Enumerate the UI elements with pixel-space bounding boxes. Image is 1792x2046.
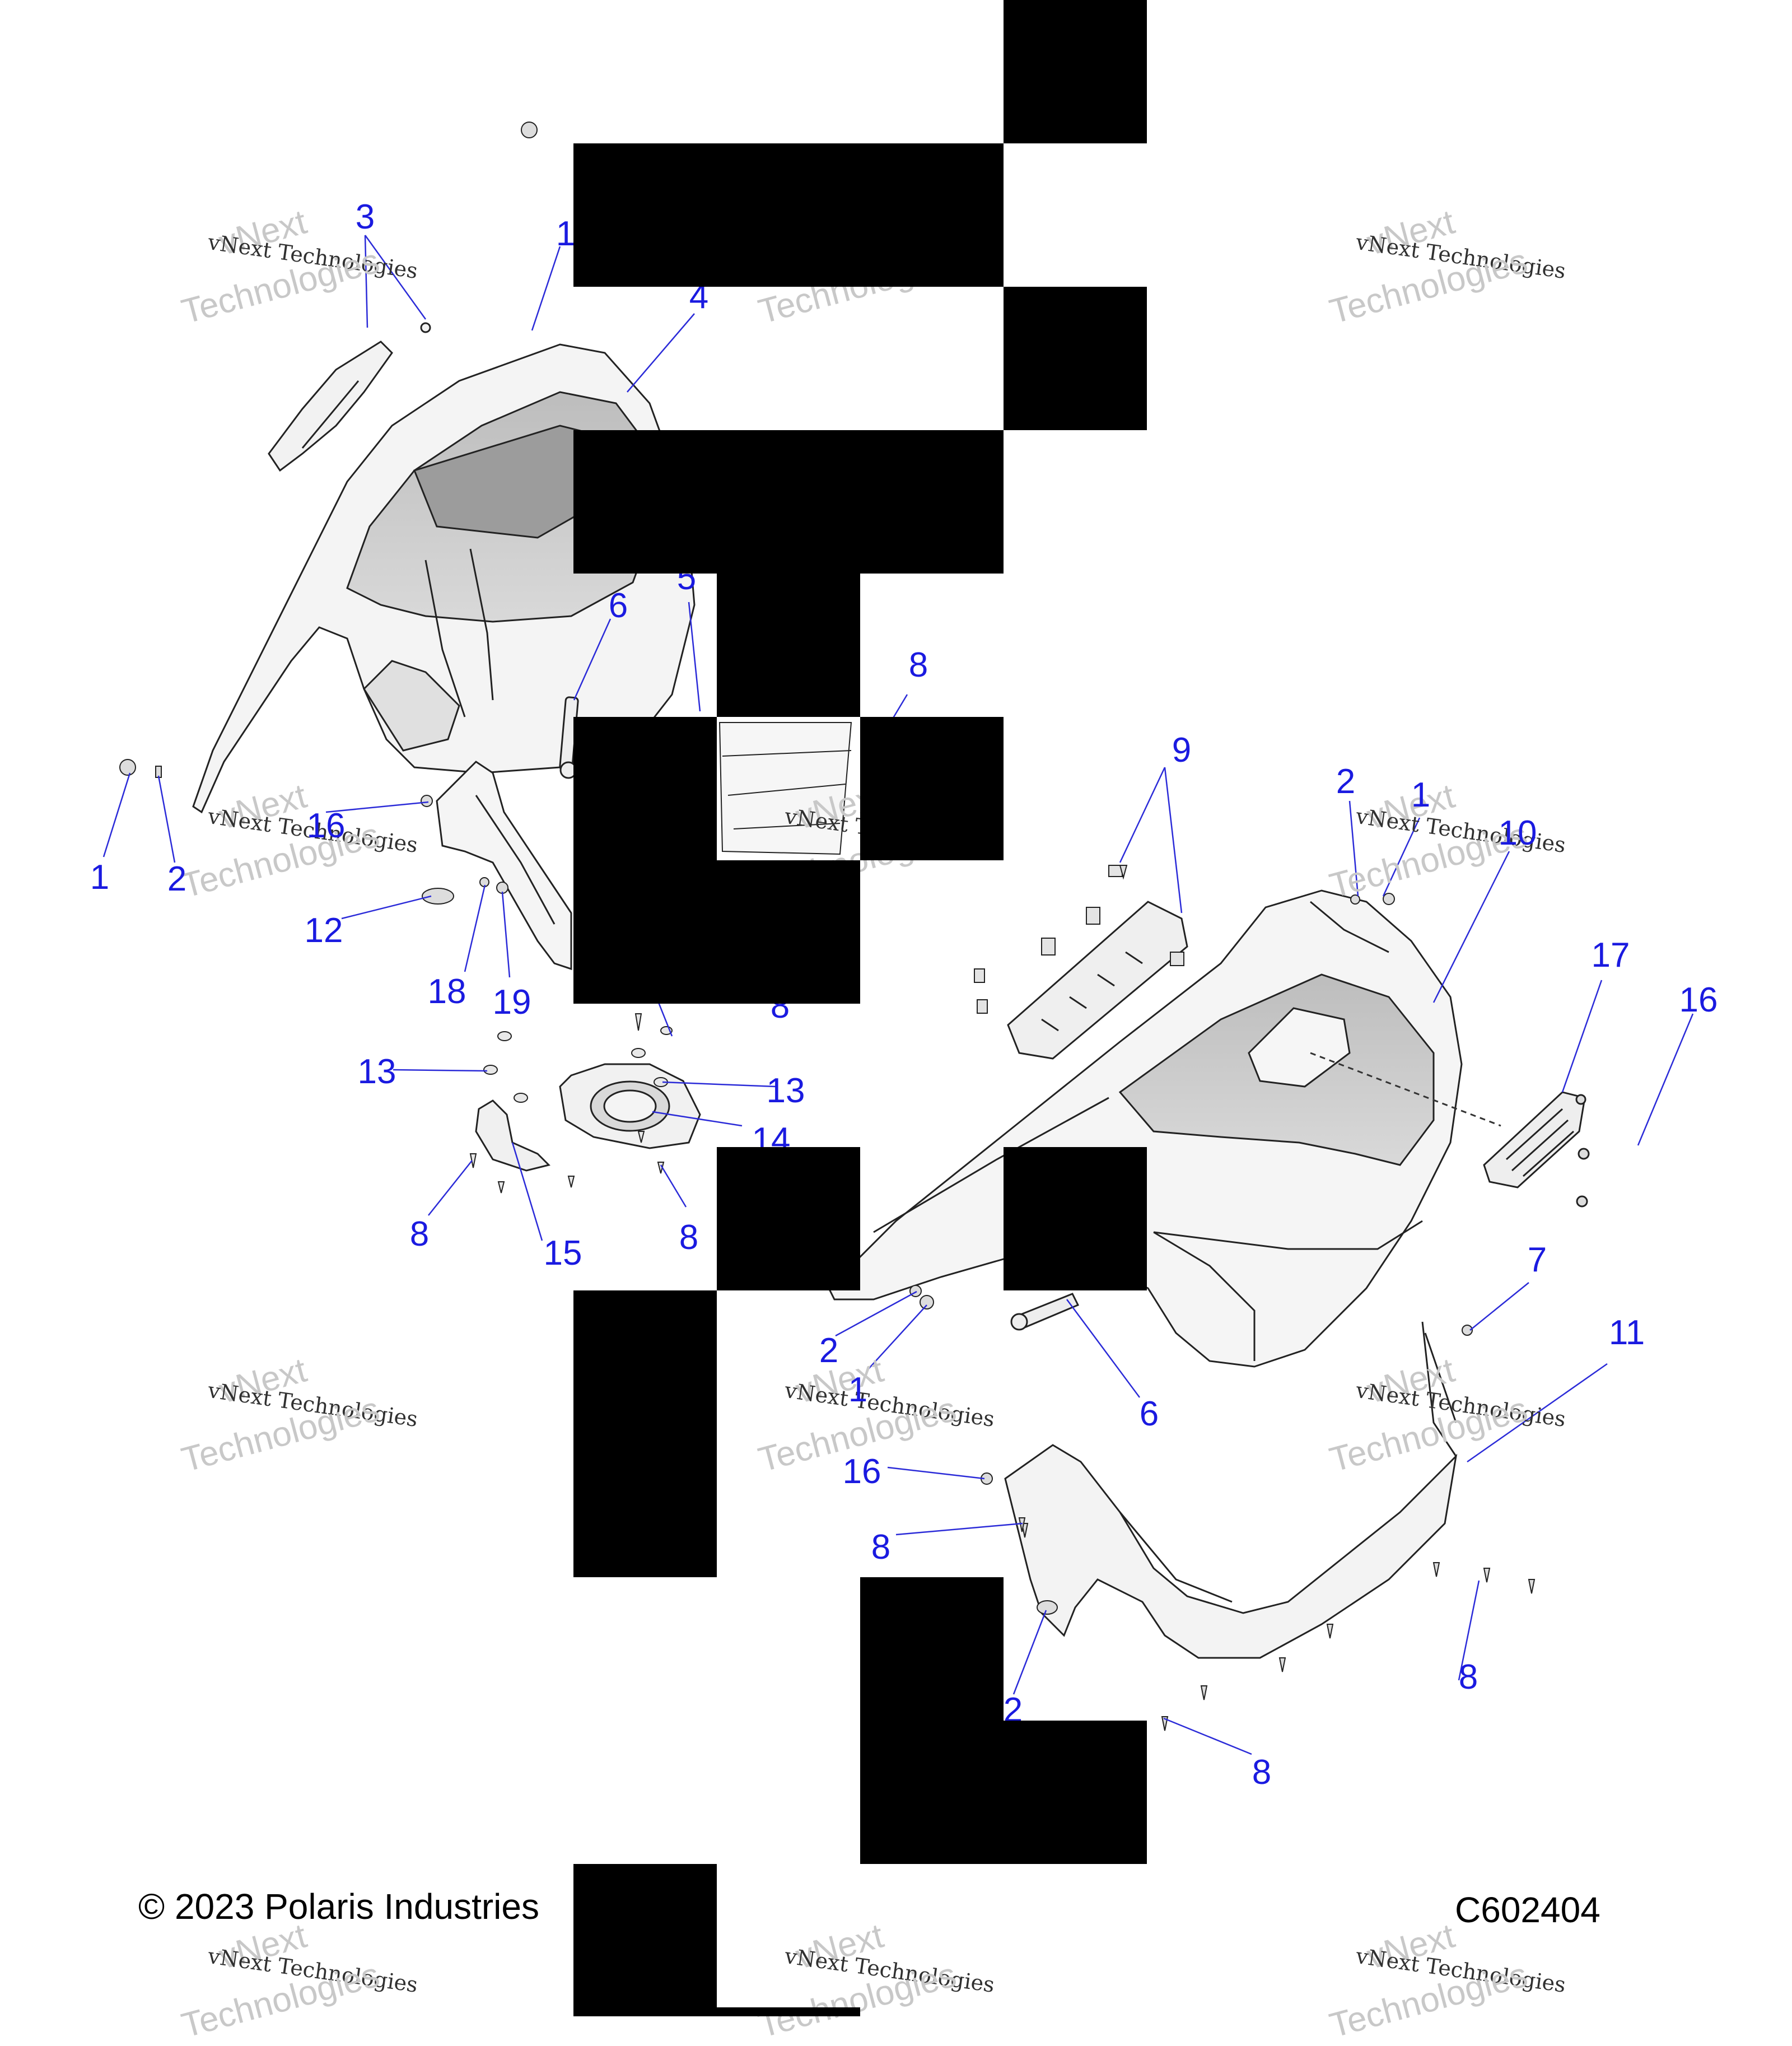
leader-dashed-17 [1310,1052,1501,1127]
redaction-block [717,574,860,717]
callout-label: 13 [766,1071,805,1110]
trim-strip-3 [268,322,431,472]
redaction-block [573,143,1004,287]
callout-label: 16 [842,1452,881,1491]
callout-label: 8 [679,1218,699,1257]
vent-9 [1007,901,1188,1060]
callout-label: 12 [304,911,343,950]
diagram-code: C602404 [1455,1890,1600,1930]
redaction-block [573,1290,717,1577]
redaction-block [860,1577,1004,1864]
callout-label: 16 [1679,981,1718,1019]
redaction-block [717,1147,860,1290]
redaction-block [1004,1147,1147,1290]
lower-skirt-11 [1004,1321,1458,1659]
clips-9 [974,865,1184,1014]
callout-label: 8 [409,1215,430,1253]
washers-13 [469,1013,673,1194]
callout-label: 2 [167,860,187,898]
redaction-block [717,2007,860,2016]
redaction-block [717,860,860,1004]
callout-label: 1 [848,1371,868,1409]
copyright-text: © 2023 Polaris Industries [138,1886,539,1927]
callout-label: 8 [908,646,928,684]
callout-label: 2 [1336,762,1356,801]
redaction-block [1004,1721,1147,1864]
callout-label: 16 [306,807,346,845]
callout-label: 8 [1458,1658,1478,1697]
callout-label: 11 [1608,1313,1645,1352]
grille-17 [1483,1091,1590,1208]
redaction-block [573,1864,717,2016]
callout-label: 6 [1139,1395,1159,1433]
callout-label: 9 [1172,731,1192,770]
bracket-5 [718,722,852,855]
callout-label: 3 [355,198,375,236]
fasteners-left [119,122,538,905]
callout-label: 1 [1411,776,1431,814]
callout-label: 17 [1591,936,1630,975]
callout-label: 7 [1527,1241,1547,1279]
callout-label: 18 [427,972,466,1011]
callout-label: 1 [556,215,576,253]
side-bracket-left [436,761,572,971]
hood-shell-10 [828,889,1463,1368]
callout-label: 10 [1498,814,1537,852]
redaction-block [573,430,1004,574]
callout-label: 2 [819,1331,839,1370]
bracket-15 [475,1099,550,1172]
redaction-block [573,717,717,1004]
callout-label: 15 [543,1234,582,1273]
leader-lines [102,235,1694,1755]
callout-label: 13 [357,1052,396,1091]
callout-label: 8 [1252,1753,1272,1792]
redaction-block [860,717,1004,860]
callout-label: 8 [871,1528,891,1567]
redaction-block [1004,287,1147,430]
prop-rod-6-lower [1010,1293,1080,1331]
callout-label: 1 [90,858,110,897]
front-plate-14 [559,1063,701,1149]
callout-label: 6 [608,586,628,625]
pins-8-lower [909,865,1536,1731]
callout-label: 19 [492,983,531,1022]
redaction-block [1004,0,1147,143]
